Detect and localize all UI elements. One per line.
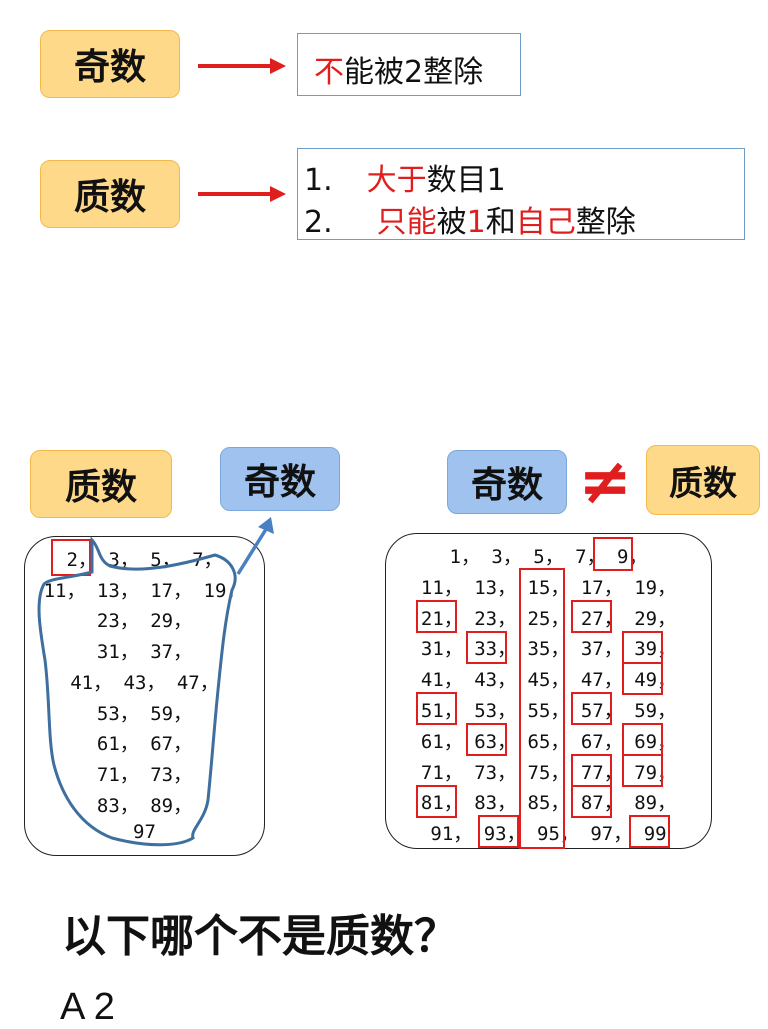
number-row: 41， 43， 45， 47， 49， — [420, 669, 677, 692]
answer-option-a[interactable]: A 2 — [60, 986, 115, 1028]
odd-tag-right: 奇数 — [447, 450, 567, 514]
highlight-box-79 — [622, 754, 663, 787]
list-number: 2. — [304, 205, 333, 240]
arrow-up-icon — [236, 525, 270, 575]
primes-panel: 2， 3， 5， 7，11， 13， 17， 19，23， 29，31， 37，… — [24, 536, 265, 856]
number-row: 61， 67， — [96, 733, 193, 756]
highlight-box-21 — [416, 600, 457, 633]
question-text: 以下哪个不是质数？ — [62, 911, 458, 962]
number-row: 51， 53， 55， 57， 59， — [420, 700, 677, 722]
not-equal-icon: ≠ — [578, 445, 632, 519]
prime-tag-top: 质数 — [40, 160, 180, 228]
prime-def-line-2: 2. 只能被1和自己整除 — [304, 197, 636, 241]
number-row: 53， 59， — [96, 702, 193, 725]
prime-def-number-one: 数目1 — [426, 163, 506, 198]
prime-def-text: 和 — [485, 205, 516, 240]
number-row: 71， 73， 75， 77， 79， — [420, 761, 677, 784]
odds-panel: 1， 3， 5， 7， 9， 11， 13， 15， 17， 19， 21， 23，… — [385, 533, 712, 849]
highlight-box-87 — [571, 785, 612, 818]
highlight-box-33 — [466, 631, 507, 664]
highlight-box-9 — [593, 537, 633, 571]
number-row: 71， 73， — [96, 763, 193, 786]
prime-def-one: 1 — [466, 205, 486, 240]
highlight-column-5s — [519, 568, 565, 849]
number-row: 97 — [133, 821, 156, 844]
odd-definition-box: 不能被2整除 — [297, 33, 521, 96]
number-row: 91， 93， 95， 97， 99 — [430, 823, 667, 846]
highlight-box-69 — [622, 723, 663, 756]
highlight-box-51 — [416, 692, 457, 725]
prime-definition-box: 1. 大于数目1 2. 只能被1和自己整除 — [297, 148, 745, 240]
outline-path — [37, 536, 237, 847]
odd-tag-top: 奇数 — [40, 30, 180, 98]
arrow-up-icon-head — [258, 517, 274, 534]
number-row: 23， 29， — [96, 610, 193, 633]
number-row: 11， 13， 17， 19， — [43, 579, 246, 602]
highlight-box-99 — [629, 815, 670, 848]
prime-def-text: 整除 — [575, 205, 636, 240]
prime-def-greater: 大于 — [366, 163, 427, 198]
highlight-box-49 — [622, 662, 663, 695]
highlight-box-27 — [571, 600, 612, 633]
prime-def-only: 只能 — [376, 205, 437, 240]
prime-def-itself: 自己 — [515, 205, 576, 240]
highlight-box-81 — [416, 785, 457, 818]
number-row: 1， 3， 5， 7， 9， — [449, 546, 648, 568]
number-row: 11， 13， 15， 17， 19， — [420, 576, 677, 599]
arrow-right-icon — [198, 186, 286, 202]
number-row: 81， 83， 85， 87， 89， — [420, 792, 677, 815]
highlight-box-39 — [622, 631, 663, 664]
prime-tag-right: 质数 — [646, 445, 760, 515]
number-row: 31， 37， — [96, 641, 193, 664]
number-row: 61， 63， 65， 67， 69， — [420, 730, 677, 753]
prime-def-text: 被 — [436, 205, 467, 240]
number-row: 83， 89， — [96, 794, 193, 817]
number-row: 41， 43， 47， — [70, 671, 219, 694]
highlight-box-93 — [478, 815, 519, 848]
prime-tag-left: 质数 — [30, 450, 172, 518]
odd-tag-left: 奇数 — [220, 447, 340, 511]
highlight-box-63 — [466, 723, 507, 756]
number-row: 21， 23， 25， 27， 29， — [420, 607, 677, 630]
list-number: 1. — [304, 163, 333, 198]
prime-def-line-1: 1. 大于数目1 — [304, 155, 506, 199]
arrow-right-icon — [198, 58, 286, 74]
odd-def-rest: 能被2整除 — [344, 55, 484, 90]
odd-def-not: 不 — [314, 55, 344, 90]
highlight-box-57 — [571, 692, 612, 725]
highlight-box-77 — [571, 754, 612, 787]
